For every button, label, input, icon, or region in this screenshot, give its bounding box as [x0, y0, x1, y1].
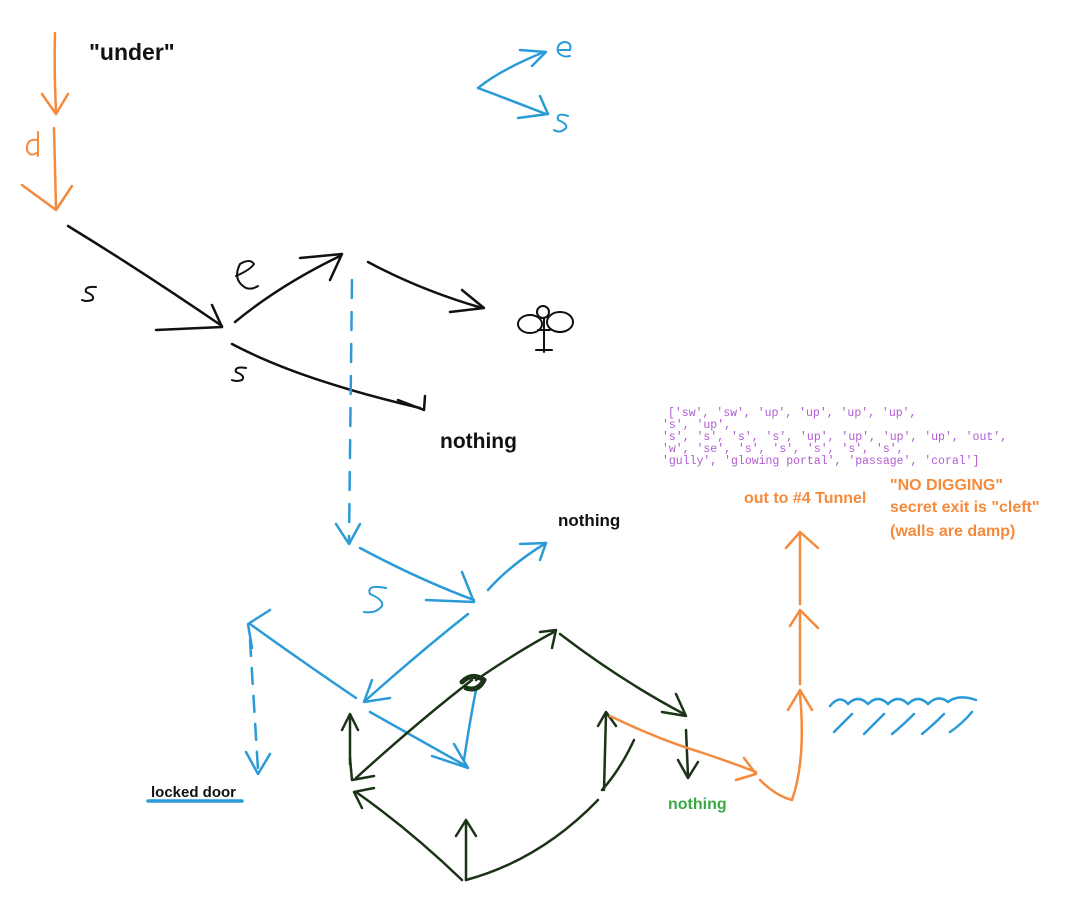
- legend-arrow-e-head: [518, 48, 548, 68]
- exit-up-1: [790, 692, 804, 802]
- green-edge-7: [600, 738, 636, 792]
- blue-edge-to-left: [248, 622, 358, 700]
- dashed-line: [347, 278, 354, 542]
- edge-s-to-junction-head: [154, 303, 224, 332]
- edge-s-down: [230, 342, 422, 410]
- under-label: "under": [89, 39, 175, 65]
- green-edge-3-head: [660, 692, 688, 718]
- flower-petal-right: [546, 311, 574, 333]
- green-network: [340, 628, 700, 882]
- exit-up-3-head: [784, 530, 820, 550]
- letter-s-2: [231, 366, 247, 382]
- exit-route: [608, 530, 820, 802]
- blue-edge-to-center-head: [362, 678, 392, 704]
- no-digging-line-2: secret exit is "cleft": [890, 499, 1039, 516]
- exit-up-2-head: [788, 608, 820, 630]
- direction-legend: [476, 41, 572, 133]
- edge-s-to-junction: [66, 224, 224, 328]
- green-edge-1: [354, 678, 474, 780]
- edge-to-flower: [366, 260, 484, 310]
- no-digging-line-3: (walls are damp): [890, 523, 1015, 540]
- edge-e-up-head: [298, 252, 344, 282]
- letter-S-3: [363, 585, 387, 614]
- blue-edge-nothing: [486, 541, 548, 592]
- green-edge-8: [602, 712, 608, 792]
- green-edge-3: [558, 632, 686, 716]
- dashed-line-head: [334, 522, 362, 546]
- green-edge-9-head: [454, 818, 478, 838]
- nothing-label-3: nothing: [668, 796, 727, 813]
- exit-path-head: [734, 756, 758, 782]
- down-arrow-2-head: [20, 183, 74, 212]
- knot-mark: [459, 674, 487, 692]
- command-line-4: 'w', 'se', 's', 's', 's', 's', 's',: [662, 443, 904, 456]
- command-line-1: ['sw', 'sw', 'up', 'up', 'up', 'up',: [668, 407, 916, 420]
- water-stroke-3: [890, 712, 916, 736]
- green-edge-4-head: [676, 758, 700, 780]
- down-arrow-1: [53, 31, 58, 114]
- blue-edge-to-lower: [368, 710, 468, 768]
- green-edge-2: [474, 630, 556, 682]
- legend-letter-s-glyph: [553, 113, 569, 133]
- water-wave-top: [828, 696, 978, 708]
- water-stroke-1: [832, 712, 854, 734]
- flower-stem: [535, 317, 553, 353]
- blue-network: [244, 541, 548, 776]
- water-stroke-5: [948, 710, 974, 734]
- command-line-2: 's', 'up',: [662, 419, 731, 432]
- down-arrow-1-head: [40, 92, 70, 116]
- green-edge-6: [464, 798, 600, 882]
- exit-to-corner: [758, 778, 794, 802]
- letter-e-1: [235, 260, 259, 290]
- edge-e-up: [233, 254, 342, 324]
- flower-icon: [517, 305, 574, 353]
- blue-edge-to-lower-head: [430, 742, 470, 770]
- blue-edge-nothing-head: [518, 541, 548, 562]
- legend-arrow-e: [476, 50, 546, 90]
- nothing-label-2: nothing: [558, 511, 620, 530]
- blue-edge-s: [358, 546, 476, 602]
- blue-edge-up-right: [462, 688, 478, 762]
- edge-s-down-head: [396, 394, 427, 412]
- water-stroke-4: [920, 712, 946, 736]
- letter-s-1: [81, 285, 97, 302]
- green-edge-4: [684, 728, 690, 778]
- green-edge-5: [354, 790, 464, 882]
- nothing-label-1: nothing: [440, 430, 517, 453]
- green-edge-10-head: [340, 712, 360, 732]
- legend-arrow-s: [476, 86, 548, 116]
- water-stroke-2: [862, 712, 886, 736]
- blue-edge-to-center: [364, 612, 470, 702]
- legend-letter-e-glyph: [556, 41, 572, 58]
- exit-up-1-head: [786, 688, 814, 712]
- entry-arrows: [20, 31, 74, 212]
- blue-dashed-to-door: [248, 638, 260, 772]
- flower-petal-left: [517, 314, 543, 334]
- command-line-5: 'gully', 'glowing portal', 'passage', 'c…: [662, 455, 979, 468]
- green-edge-1-head: [348, 756, 376, 782]
- locked-door-label: locked door: [151, 784, 236, 801]
- water-icon: [828, 696, 978, 736]
- down-arrow-2: [52, 126, 58, 210]
- blue-dashed-to-door-head: [244, 750, 272, 776]
- blue-edge-s-head: [424, 570, 476, 604]
- green-edge-5-head: [352, 786, 376, 810]
- letter-d-glyph: [25, 131, 39, 157]
- command-line-3: 's', 's', 's', 's', 'up', 'up', 'up', 'u…: [662, 431, 1007, 444]
- flower-center: [536, 305, 550, 319]
- edge-to-flower-head: [448, 288, 486, 314]
- no-digging-line-1: "NO DIGGING": [890, 477, 1003, 494]
- blue-dashed-connector: [334, 278, 362, 546]
- green-edge-2-head: [538, 628, 558, 650]
- command-list: ['sw', 'sw', 'up', 'up', 'up', 'up', 's'…: [662, 407, 1007, 468]
- exit-path: [608, 714, 758, 774]
- legend-arrow-s-head: [516, 94, 550, 120]
- top-network: [66, 224, 486, 412]
- out-to-tunnel-label: out to #4 Tunnel: [744, 490, 866, 507]
- green-edge-8-head: [596, 710, 618, 728]
